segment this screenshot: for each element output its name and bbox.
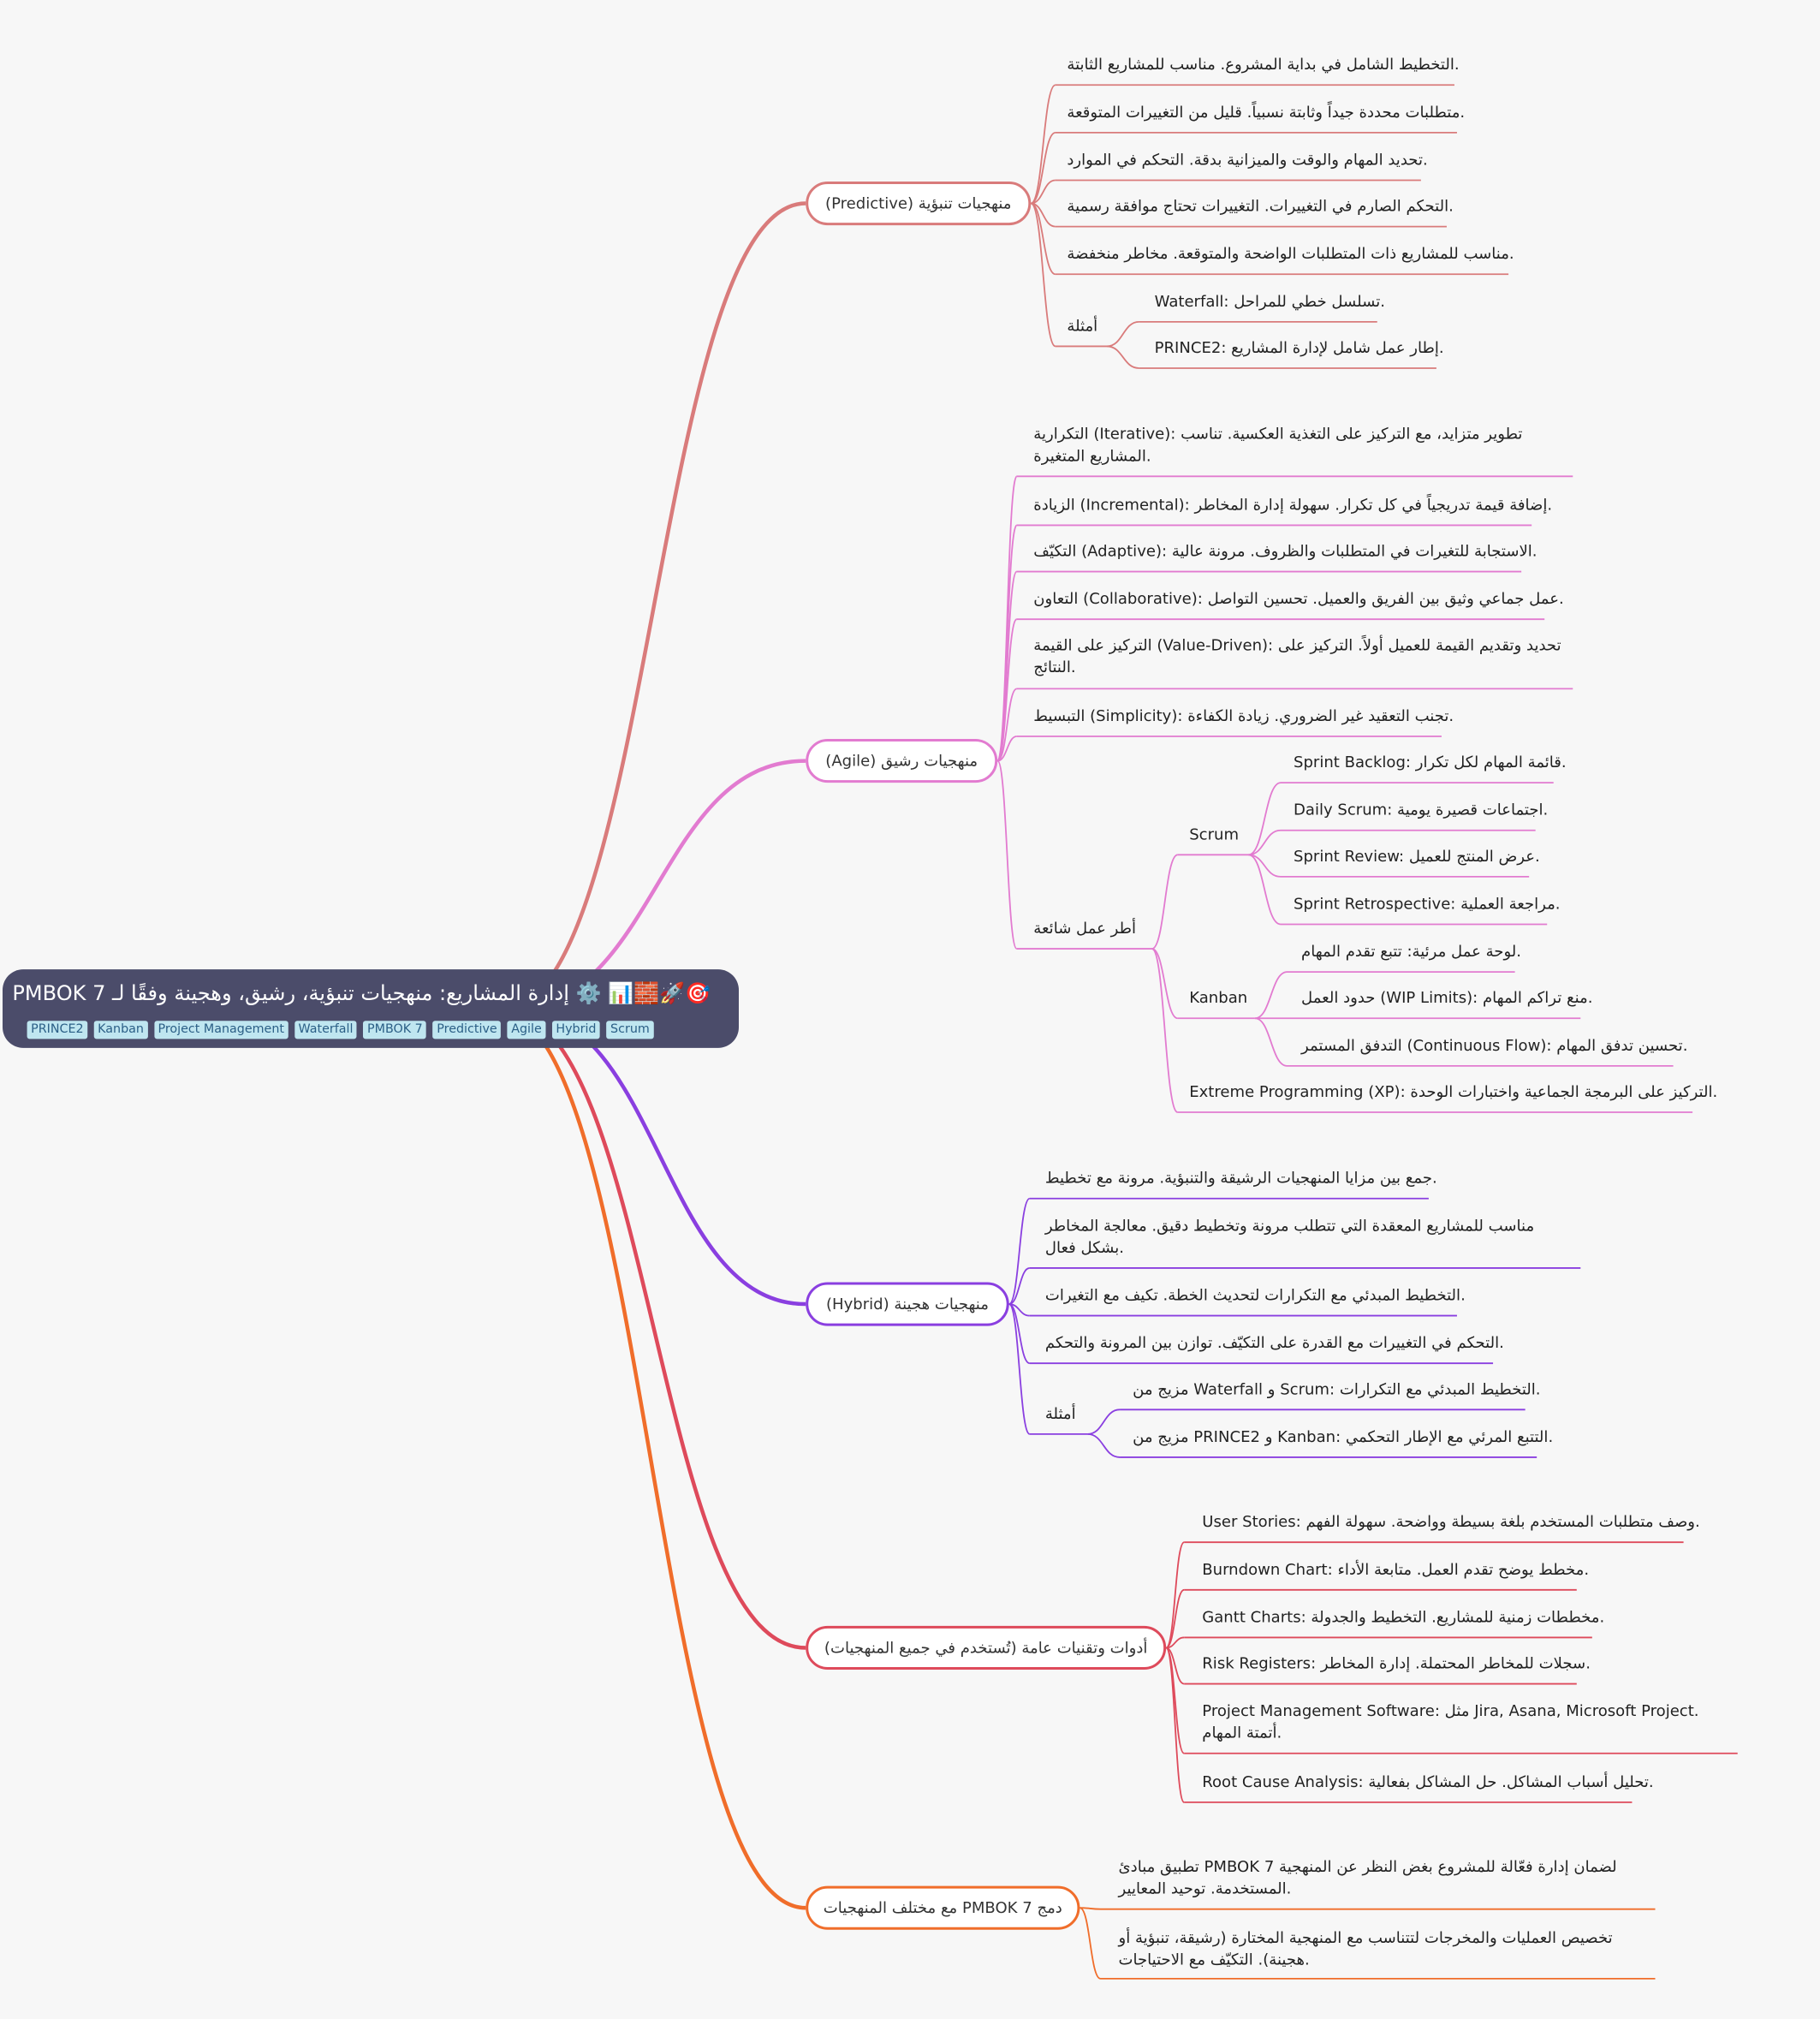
connector-curve (1248, 829, 1282, 856)
leaf-scrum[interactable]: Sprint Review: عرض المنتج للعميل. (1294, 847, 1540, 866)
leaf-tools[interactable]: Project Management Software: مثل Jira, A… (1202, 1701, 1699, 1742)
connector-curve (1254, 1017, 1288, 1067)
leaf-predictive[interactable]: التحكم الصارم في التغييرات. التغييرات تح… (1067, 197, 1454, 216)
connector-curve (996, 759, 1018, 950)
branch-hybrid[interactable]: منهجيات هجينة (Hybrid) (806, 1282, 1009, 1326)
leaf-tools[interactable]: User Stories: وصف متطلبات المستخدم بلغة … (1202, 1512, 1700, 1531)
leaf-agile[interactable]: التركيز على القيمة (Value-Driven): تحديد… (1033, 635, 1561, 676)
connector-curve (1080, 1907, 1101, 1910)
tag[interactable]: Waterfall (294, 1021, 357, 1039)
leaf-kanban[interactable]: لوحة عمل مرئية: تتبع تقدم المهام. (1301, 942, 1522, 961)
leaf-predictive[interactable]: التخطيط الشامل في بداية المشروع. مناسب ل… (1067, 55, 1460, 74)
leaf-agile[interactable]: الزيادة (Incremental): إضافة قيمة تدريجي… (1033, 495, 1553, 514)
leaf-agile[interactable]: التبسيط (Simplicity): تجنب التعقيد غير ا… (1033, 706, 1454, 725)
leaf-scrum[interactable]: Sprint Backlog: قائمة المهام لكل تكرار. (1294, 753, 1567, 771)
leaf-hybrid[interactable]: مناسب للمشاريع المعقدة التي تتطلب مرونة … (1044, 1216, 1535, 1257)
connector-curve (1079, 1907, 1101, 1980)
leaf-xp[interactable]: Extreme Programming (XP): التركيز على ال… (1189, 1082, 1718, 1101)
connector-curve (1008, 1303, 1031, 1365)
leaf-hybrid[interactable]: التخطيط المبدئي مع التكرارات لتحديث الخط… (1044, 1285, 1466, 1305)
connector-curve (1165, 1647, 1186, 1803)
tag[interactable]: Project Management (153, 1021, 288, 1039)
connector-curve (1030, 84, 1056, 205)
leaf-predictive-example[interactable]: PRINCE2: إطار عمل شامل لإدارة المشاريع. (1154, 338, 1444, 357)
connector-curve (1008, 1303, 1031, 1435)
connector-curve (1106, 320, 1139, 348)
connector-curve (502, 1007, 806, 1650)
leaf-tools[interactable]: Gantt Charts: مخططات زمنية للمشاريع. الت… (1202, 1607, 1605, 1626)
leaf-hybrid[interactable]: التحكم في التغييرات مع القدرة على التكيّ… (1044, 1333, 1504, 1352)
connector-curve (1151, 854, 1179, 950)
leaf-tools[interactable]: Burndown Chart: مخطط يوضح تقدم العمل. مت… (1202, 1560, 1590, 1579)
connector-curve (502, 201, 806, 1011)
connector-curve (1166, 1636, 1185, 1649)
leaf-agile[interactable]: التكرارية (Iterative): تطوير متزايد، مع … (1033, 425, 1523, 465)
connector-curve (1030, 202, 1056, 276)
connector-curve (1254, 971, 1288, 1020)
tag[interactable]: Agile (507, 1021, 546, 1039)
branch-tools[interactable]: أدوات وتقنيات عامة (تُستخدم في جميع المن… (806, 1625, 1167, 1671)
connector-curve (1151, 948, 1179, 1113)
connector-curve (1151, 948, 1179, 1020)
connector-curve (1165, 1588, 1185, 1649)
leaf-predictive[interactable]: متطلبات محددة جيداً وثابتة نسبياً. قليل … (1067, 103, 1466, 122)
connector-curve (1030, 202, 1056, 348)
tag[interactable]: Scrum (606, 1021, 654, 1039)
leaf-scrum[interactable]: Sprint Retrospective: مراجعة العملية. (1294, 894, 1561, 913)
connector-curve (514, 1007, 806, 1307)
connector-curve (1087, 1432, 1121, 1458)
leaf-predictive-example[interactable]: Waterfall: تسلسل خطي للمراحل. (1154, 292, 1385, 311)
leaf-tools[interactable]: Root Cause Analysis: تحليل أسباب المشاكل… (1202, 1772, 1654, 1791)
connector-curve (1030, 131, 1056, 205)
leaf-scrum[interactable]: Daily Scrum: اجتماعات قصيرة يومية. (1294, 801, 1549, 819)
connector-curve (1031, 179, 1056, 205)
connector-curve (495, 1007, 806, 1910)
leaf-predictive[interactable]: تحديد المهام والوقت والميزانية بدقة. الت… (1067, 150, 1428, 169)
branch-agile[interactable]: منهجيات رشيق (Agile) (806, 739, 998, 783)
leaf-pmbok[interactable]: تخصيص العمليات والمخرجات لتتناسب مع المن… (1118, 1928, 1613, 1968)
group-scrum[interactable]: Scrum (1189, 825, 1240, 843)
leaf-kanban[interactable]: حدود العمل (WIP Limits): منع تراكم المها… (1301, 988, 1593, 1007)
branch-pmbok[interactable]: دمج PMBOK 7 مع مختلف المنهجيات (806, 1885, 1080, 1930)
leaf-pmbok[interactable]: تطبيق مبادئ PMBOK 7 لضمان إدارة فعّالة ل… (1118, 1857, 1617, 1898)
connector-curve (996, 688, 1018, 762)
connector-curve (996, 736, 1018, 762)
connector-curve (1165, 1541, 1186, 1649)
connector-curve (996, 618, 1018, 762)
leaf-kanban[interactable]: التدفق المستمر (Continuous Flow): تحسين … (1301, 1036, 1688, 1055)
leaf-agile[interactable]: التكيّف (Adaptive): الاستجابة للتغيرات ف… (1033, 541, 1537, 561)
tag-list: PRINCE2 Kanban Project Management Waterf… (27, 1021, 654, 1039)
leaf-agile[interactable]: التعاون (Collaborative): عمل جماعي وثيق … (1033, 589, 1564, 608)
connector-curve (1008, 1267, 1031, 1305)
group-agile-frameworks[interactable]: أطر عمل شائعة (1033, 919, 1136, 938)
group-predictive-examples[interactable]: أمثلة (1067, 316, 1098, 335)
tag[interactable]: Kanban (93, 1021, 148, 1039)
group-hybrid-examples[interactable]: أمثلة (1044, 1404, 1076, 1423)
connector-curve (1248, 854, 1282, 926)
leaf-tools[interactable]: Risk Registers: سجلات للمخاطر المحتملة. … (1202, 1653, 1591, 1673)
connector-curve (996, 475, 1018, 762)
tag[interactable]: Hybrid (551, 1021, 601, 1039)
tag[interactable]: PMBOK 7 (363, 1021, 427, 1039)
group-kanban[interactable]: Kanban (1189, 988, 1248, 1007)
tag[interactable]: Predictive (432, 1021, 502, 1039)
connector-curve (1087, 1409, 1121, 1435)
leaf-hybrid-example[interactable]: مزيج من PRINCE2 و Kanban: التتبع المرئي … (1133, 1427, 1554, 1446)
root-title: 🎯🚀🧱📊 ⚙️ إدارة المشاريع: منهجيات تنبؤية، … (12, 980, 711, 1006)
connector-curve (1248, 782, 1282, 856)
root-node[interactable]: 🎯🚀🧱📊 ⚙️ إدارة المشاريع: منهجيات تنبؤية، … (3, 969, 740, 1048)
leaf-predictive[interactable]: مناسب للمشاريع ذات المتطلبات الواضحة وال… (1067, 244, 1514, 263)
leaf-hybrid-example[interactable]: مزيج من Waterfall و Scrum: التخطيط المبد… (1133, 1379, 1541, 1398)
tag[interactable]: PRINCE2 (27, 1021, 88, 1039)
connector-curve (1106, 345, 1139, 369)
connector-curve (1008, 1197, 1031, 1305)
branch-predictive[interactable]: منهجيات تنبؤية (Predictive) (806, 181, 1032, 226)
leaf-hybrid[interactable]: جمع بين مزايا المنهجيات الرشيقة والتنبؤي… (1044, 1169, 1437, 1188)
